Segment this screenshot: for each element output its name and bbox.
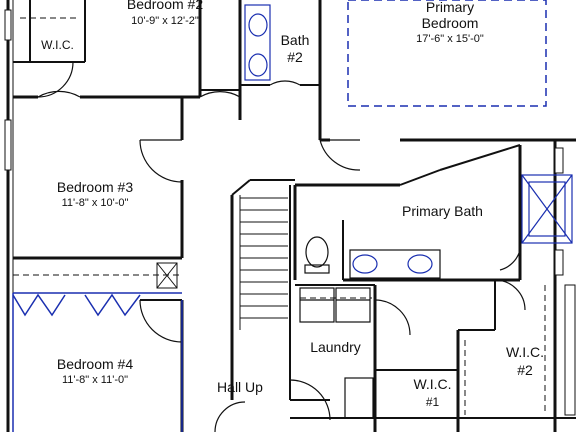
primary-bedroom-tray-ceiling xyxy=(347,0,547,107)
bath2-name-line1: Bath xyxy=(280,32,310,48)
wic-right-name-line2: #2 xyxy=(517,362,533,378)
primary-bath-name: Primary Bath xyxy=(402,203,483,219)
bedroom4-name: Bedroom #4 xyxy=(56,356,134,372)
bedroom3-name: Bedroom #3 xyxy=(56,179,134,195)
wic-left-name: W.I.C. xyxy=(41,38,74,52)
primary-bedroom-name-line1: Primary xyxy=(425,0,475,15)
closet-shelves xyxy=(13,17,546,415)
windows xyxy=(4,9,576,416)
bedroom4-dims: 11'-8" x 11'-0" xyxy=(61,374,129,386)
laundry-machines xyxy=(299,287,374,419)
hall-up-name: Hall Up xyxy=(217,379,263,395)
doors xyxy=(37,61,526,432)
stair-treads xyxy=(239,195,288,330)
bath2-fixtures xyxy=(244,4,271,81)
primary-bedroom-dims: 17'-6" x 15'-0" xyxy=(416,33,484,45)
bedroom4-closet-doors xyxy=(12,292,183,432)
bedroom3-dims: 11'-8" x 10'-0" xyxy=(61,197,129,209)
bath2-name-line2: #2 xyxy=(287,49,303,65)
wic-center-tag: #1 xyxy=(425,395,440,409)
linen-box xyxy=(156,262,178,289)
bedroom2-name: Bedroom #2 xyxy=(126,0,204,12)
bedroom2-dims: 10'-9" x 12'-2" xyxy=(131,15,199,27)
wic-center-name: W.I.C. xyxy=(413,376,452,392)
primary-bedroom-name-line2: Bedroom xyxy=(421,15,479,31)
laundry-name: Laundry xyxy=(310,339,361,355)
wic-right-name-line1: W.I.C. xyxy=(505,344,545,360)
primary-bath-fixtures xyxy=(304,174,573,279)
